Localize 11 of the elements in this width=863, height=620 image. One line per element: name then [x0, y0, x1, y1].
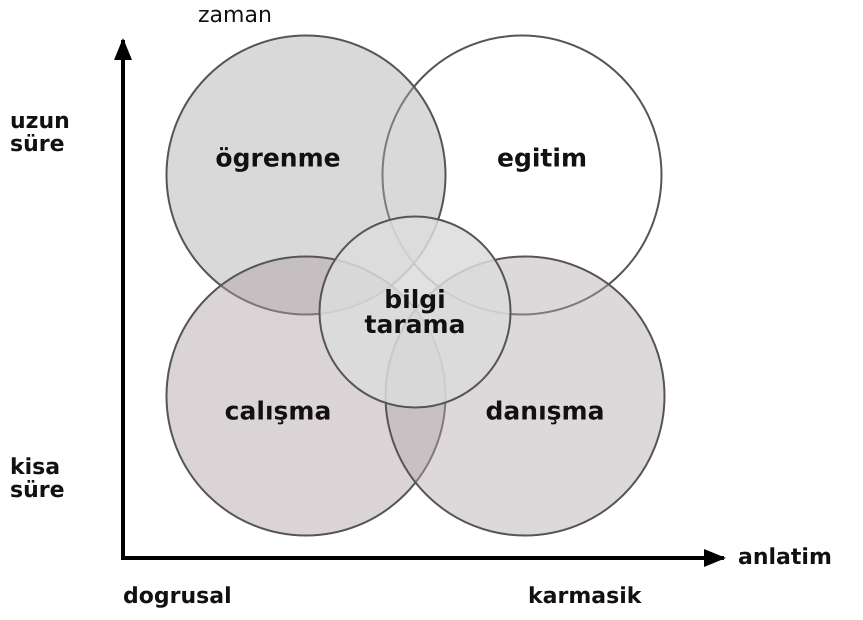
axis-title: zaman — [198, 4, 272, 28]
axis-title: anlatim — [738, 546, 832, 570]
circle-label: danışma — [486, 398, 604, 424]
circle-label: bilgi tarama — [364, 287, 466, 337]
circle-label: calışma — [224, 398, 332, 424]
axis-level-label: dogrusal — [123, 585, 232, 608]
circle-label: egitim — [497, 146, 587, 170]
circle-label: ögrenme — [215, 146, 341, 170]
axis-level-label: kisa süre — [10, 456, 66, 502]
axis-level-label: uzun süre — [10, 110, 71, 156]
axis-level-label: karmasik — [528, 585, 642, 608]
